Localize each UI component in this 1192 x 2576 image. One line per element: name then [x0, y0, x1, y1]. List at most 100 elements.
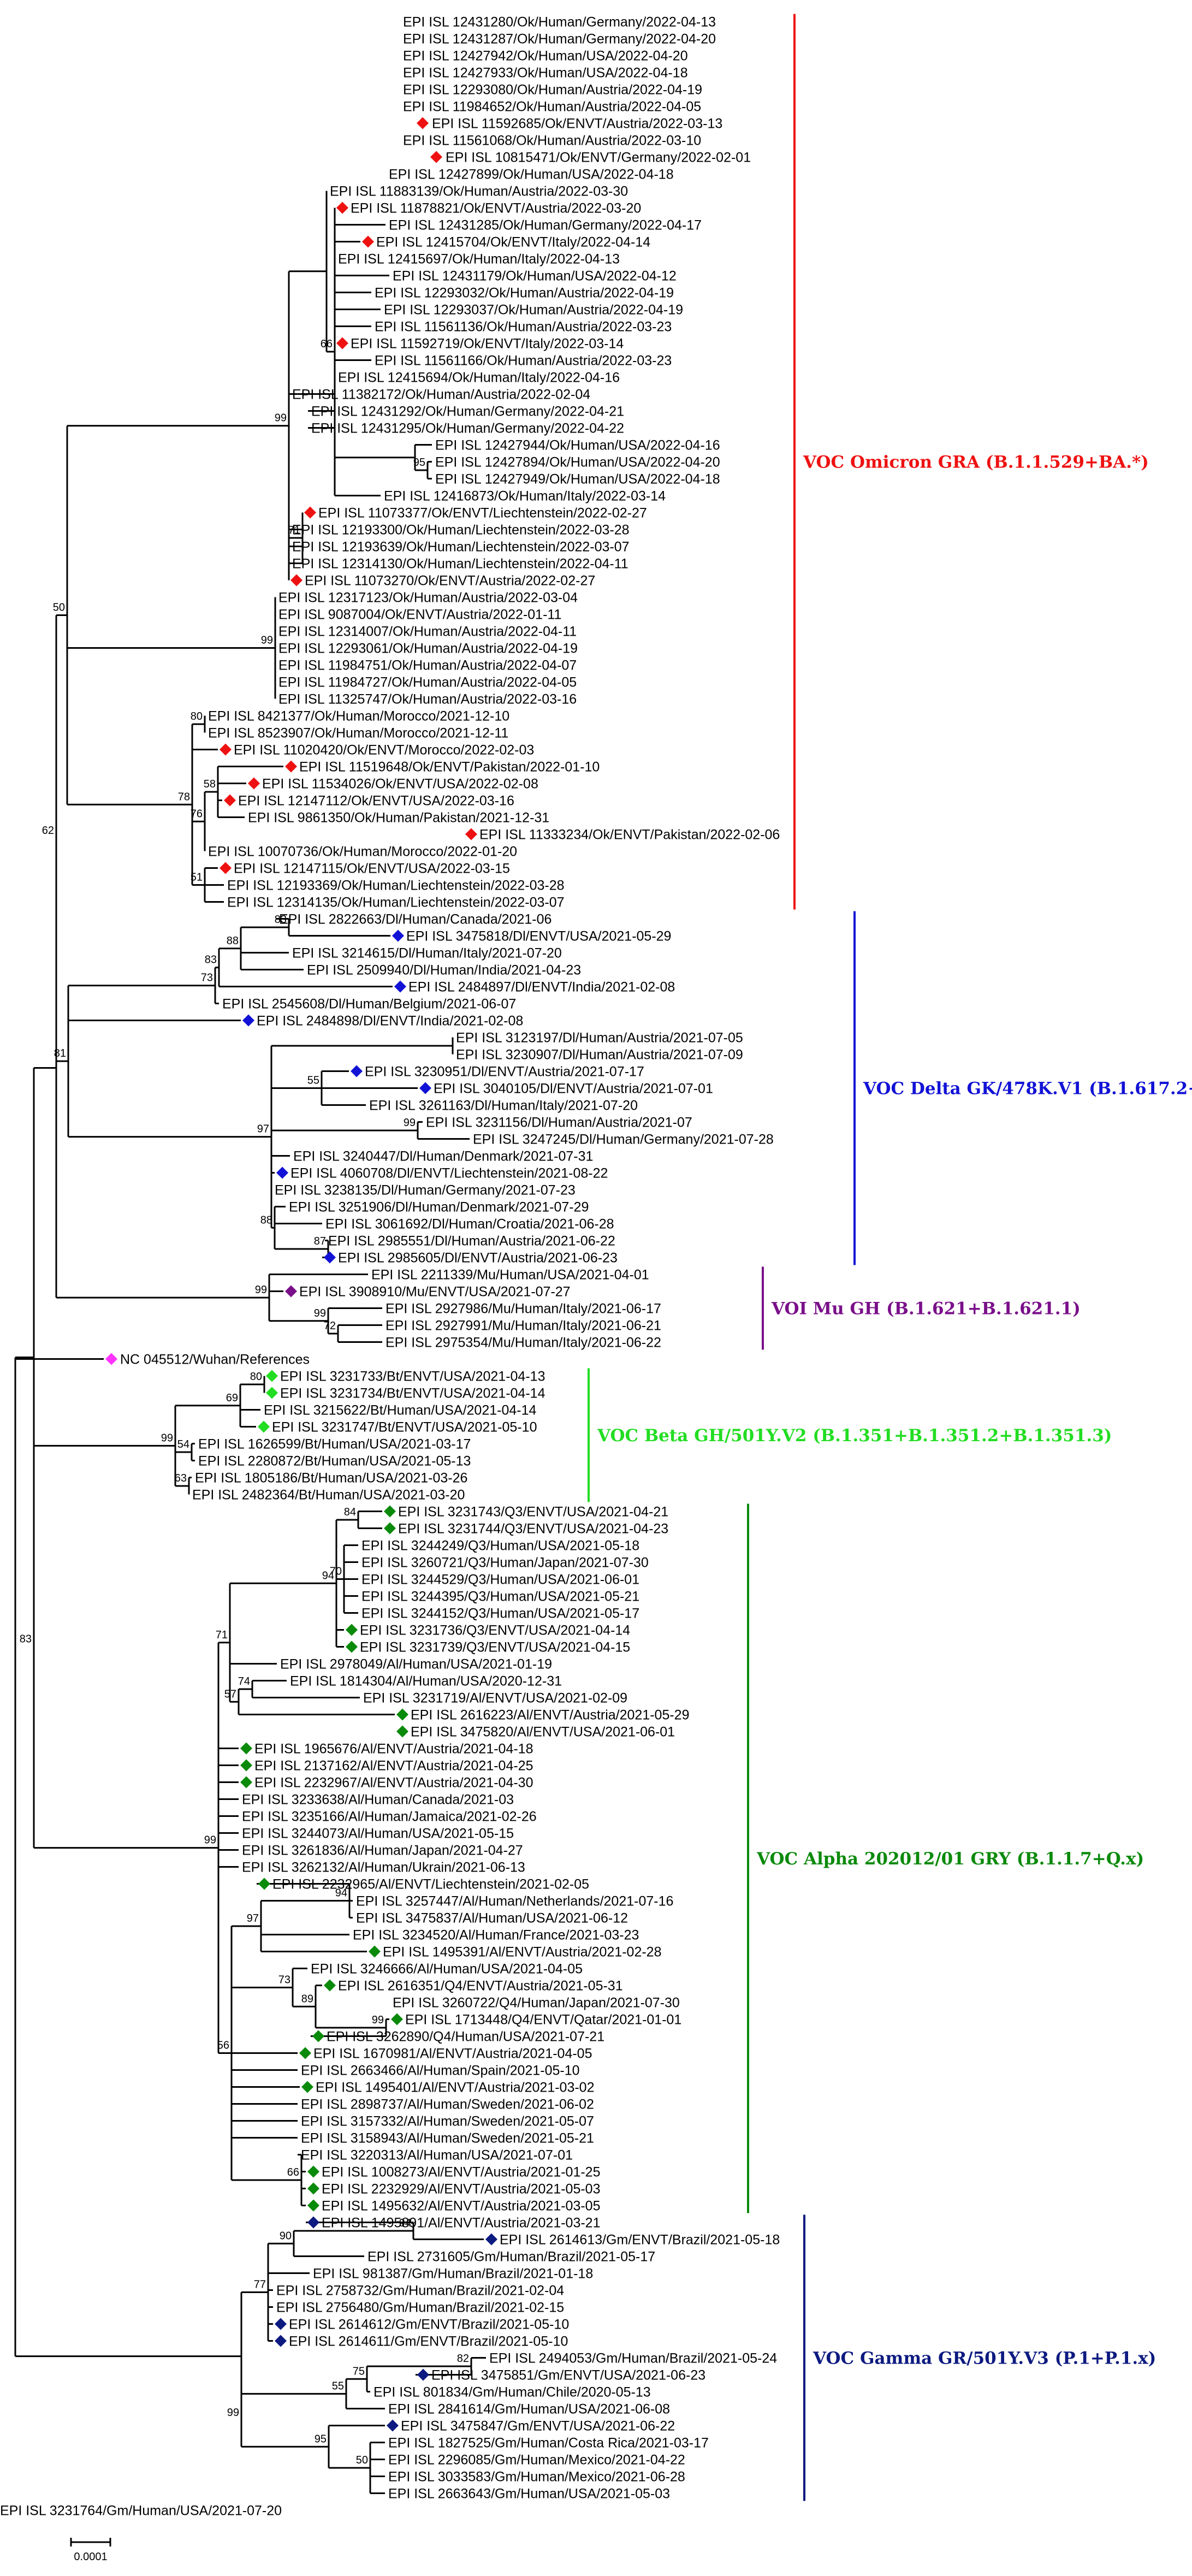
leaf-label: EPI ISL 3251906/Dl/Human/Denmark/2021-07… — [289, 1200, 589, 1215]
leaf-label: EPI ISL 12293080/Ok/Human/Austria/2022-0… — [403, 82, 702, 98]
support-value: 78 — [178, 791, 190, 803]
leaf-label: EPI ISL 2509940/Dl/Human/India/2021-04-2… — [307, 963, 581, 978]
leaf-label: EPI ISL 11592685/Ok/ENVT/Austria/2022-03… — [432, 116, 722, 132]
leaf-label: EPI ISL 12427894/Ok/Human/USA/2022-04-20 — [435, 455, 720, 470]
leaf-marker-diamond — [417, 2368, 429, 2381]
leaf-label: EPI ISL 12427949/Ok/Human/USA/2022-04-18 — [435, 472, 720, 487]
leaf-label: EPI ISL 2211339/Mu/Human/USA/2021-04-01 — [371, 1268, 649, 1283]
leaf-label: EPI ISL 3244395/Q3/Human/USA/2021-05-21 — [361, 1589, 639, 1604]
clade-label-mu: VOI Mu GH (B.1.621+B.1.621.1) — [771, 1299, 1081, 1319]
leaf-marker-diamond — [396, 1708, 408, 1721]
support-value: 90 — [280, 2230, 292, 2242]
leaf-markers — [105, 117, 497, 2432]
support-value: 99 — [255, 1284, 267, 1296]
leaf-label: EPI ISL 2985551/Dl/Human/Austria/2021-06… — [328, 1234, 615, 1249]
support-value: 99 — [372, 2014, 384, 2026]
support-value: 71 — [216, 1629, 228, 1641]
leaf-marker-diamond — [419, 1082, 431, 1094]
support-value: 50 — [356, 2454, 368, 2466]
support-value: 51 — [191, 872, 203, 884]
support-value: 56 — [217, 2040, 229, 2052]
leaf-marker-diamond — [275, 2335, 287, 2347]
support-value: 55 — [307, 1075, 319, 1087]
leaf-label: EPI ISL 3157332/Al/Human/Sweden/2021-05-… — [301, 2114, 594, 2129]
leaf-marker-diamond — [307, 2216, 319, 2229]
support-value: 80 — [191, 710, 203, 723]
leaf-label: EPI ISL 3244073/Al/Human/USA/2021-05-15 — [242, 1826, 514, 1841]
leaf-label: EPI ISL 8421377/Ok/Human/Morocco/2021-12… — [208, 709, 509, 724]
leaf-label: EPI ISL 2822663/Dl/Human/Canada/2021-06 — [279, 912, 551, 927]
support-value: 66 — [287, 2166, 299, 2178]
leaf-label: EPI ISL 11561068/Ok/Human/Austria/2022-0… — [403, 133, 701, 149]
support-value: 75 — [353, 2365, 365, 2377]
leaf-marker-diamond — [362, 235, 374, 248]
leaf-marker-diamond — [220, 743, 232, 756]
leaf-label: EPI ISL 10070736/Ok/Human/Morocco/2022-0… — [208, 844, 517, 860]
leaf-label: EPI ISL 1008273/Al/ENVT/Austria/2021-01-… — [322, 2165, 601, 2180]
support-value: 66 — [321, 338, 333, 350]
leaf-label: EPI ISL 2927991/Mu/Human/Italy/2021-06-2… — [386, 1318, 661, 1334]
leaf-label: EPI ISL 2927986/Mu/Human/Italy/2021-06-1… — [386, 1301, 661, 1317]
leaf-label: EPI ISL 2985605/Dl/ENVT/Austria/2021-06-… — [338, 1251, 618, 1266]
leaf-label: EPI ISL 11325747/Ok/Human/Austria/2022-0… — [278, 692, 577, 707]
leaf-label: EPI ISL 3235166/Al/Human/Jamaica/2021-02… — [242, 1809, 537, 1825]
leaf-label: EPI ISL 3244249/Q3/Human/USA/2021-05-18 — [361, 1538, 639, 1554]
leaf-label: EPI ISL 11592719/Ok/ENVT/Italy/2022-03-1… — [351, 336, 624, 352]
leaf-label: EPI ISL 3231734/Bt/ENVT/USA/2021-04-14 — [280, 1386, 545, 1401]
support-value: 88 — [227, 935, 239, 947]
leaf-label: EPI ISL 3231764/Gm/Human/USA/2021-07-20 — [0, 2503, 282, 2519]
support-value: 73 — [201, 972, 213, 984]
support-value: 70 — [330, 1566, 342, 1578]
leaf-label: EPI ISL 3261836/Al/Human/Japan/2021-04-2… — [242, 1843, 523, 1858]
leaf-label: NC 045512/Wuhan/References — [120, 1352, 310, 1367]
leaf-marker-diamond — [351, 1065, 363, 1077]
leaf-label: EPI ISL 12147112/Ok/ENVT/USA/2022-03-16 — [238, 793, 514, 809]
leaf-marker-diamond — [307, 2199, 319, 2212]
leaf-label: EPI ISL 12314130/Ok/Human/Liechtenstein/… — [292, 556, 628, 572]
leaf-label: EPI ISL 12317123/Ok/Human/Austria/2022-0… — [278, 590, 578, 606]
leaf-label: EPI ISL 1827525/Gm/Human/Costa Rica/2021… — [388, 2436, 709, 2451]
leaf-label: EPI ISL 11020420/Ok/ENVT/Morocco/2022-02… — [234, 743, 534, 758]
leaf-label: EPI ISL 12431292/Ok/Human/Germany/2022-0… — [311, 404, 624, 419]
support-value: 99 — [204, 1834, 216, 1846]
leaf-label: EPI ISL 11984751/Ok/Human/Austria/2022-0… — [278, 658, 577, 673]
leaf-label: EPI ISL 2614611/Gm/ENVT/Brazil/2021-05-1… — [289, 2334, 568, 2349]
leaf-marker-diamond — [266, 1387, 278, 1399]
leaf-label: EPI ISL 1495632/Al/ENVT/Austria/2021-03-… — [322, 2199, 601, 2214]
leaf-label: EPI ISL 1626599/Bt/Human/USA/2021-03-17 — [198, 1437, 471, 1452]
support-value: 95 — [315, 2433, 327, 2445]
leaf-label: EPI ISL 2482364/Bt/Human/USA/2021-03-20 — [192, 1488, 465, 1503]
leaf-label: EPI ISL 3040105/Dl/ENVT/Austria/2021-07-… — [434, 1081, 713, 1097]
leaf-label: EPI ISL 11073377/Ok/ENVT/Liechtenstein/2… — [318, 506, 647, 521]
leaf-marker-diamond — [285, 1285, 297, 1298]
support-value: 99 — [314, 1307, 326, 1319]
clade-label-alpha: VOC Alpha 202012/01 GRY (B.1.1.7+Q.x) — [756, 1849, 1144, 1869]
clade-label-delta: VOC Delta GK/478K.V1 (B.1.617.2+AY.x) — [863, 1079, 1192, 1099]
leaf-label: EPI ISL 3238135/Dl/Human/Germany/2021-07… — [275, 1183, 576, 1198]
leaf-label: EPI ISL 3220313/Al/Human/USA/2021-07-01 — [301, 2148, 573, 2163]
leaf-marker-diamond — [307, 2165, 319, 2178]
leaf-label: EPI ISL 3231733/Bt/ENVT/USA/2021-04-13 — [280, 1369, 545, 1384]
leaf-label: EPI ISL 11984727/Ok/Human/Austria/2022-0… — [278, 675, 577, 690]
leaf-marker-diamond — [105, 1353, 117, 1365]
leaf-marker-diamond — [387, 2419, 399, 2432]
leaf-marker-diamond — [290, 574, 303, 587]
support-value: 94 — [335, 1887, 347, 1899]
leaf-label: EPI ISL 801834/Gm/Human/Chile/2020-05-13 — [373, 2385, 651, 2400]
leaf-label: EPI ISL 3475820/Al/ENVT/USA/2021-06-01 — [411, 1725, 675, 1740]
leaf-marker-diamond — [324, 1251, 336, 1264]
leaf-label: EPI ISL 11519648/Ok/ENVT/Pakistan/2022-0… — [299, 760, 600, 775]
support-value: 62 — [42, 825, 54, 837]
leaf-label: EPI ISL 3475837/Al/Human/USA/2021-06-12 — [356, 1911, 628, 1926]
leaf-label: EPI ISL 12427944/Ok/Human/USA/2022-04-16 — [435, 438, 720, 453]
leaf-label: EPI ISL 12293037/Ok/Human/Austria/2022-0… — [384, 303, 683, 318]
leaf-label: EPI ISL 11883139/Ok/Human/Austria/2022-0… — [330, 184, 628, 199]
leaf-label: EPI ISL 12431280/Ok/Human/Germany/2022-0… — [403, 15, 716, 30]
leaf-label: EPI ISL 2731605/Gm/Human/Brazil/2021-05-… — [367, 2249, 655, 2265]
leaf-label: EPI ISL 3247245/Dl/Human/Germany/2021-07… — [473, 1132, 774, 1147]
support-value: 57 — [224, 1688, 236, 1700]
leaf-marker-diamond — [240, 1759, 252, 1772]
leaf-label: EPI ISL 12193369/Ok/Human/Liechtenstein/… — [227, 878, 565, 893]
support-value: 69 — [226, 1392, 238, 1404]
